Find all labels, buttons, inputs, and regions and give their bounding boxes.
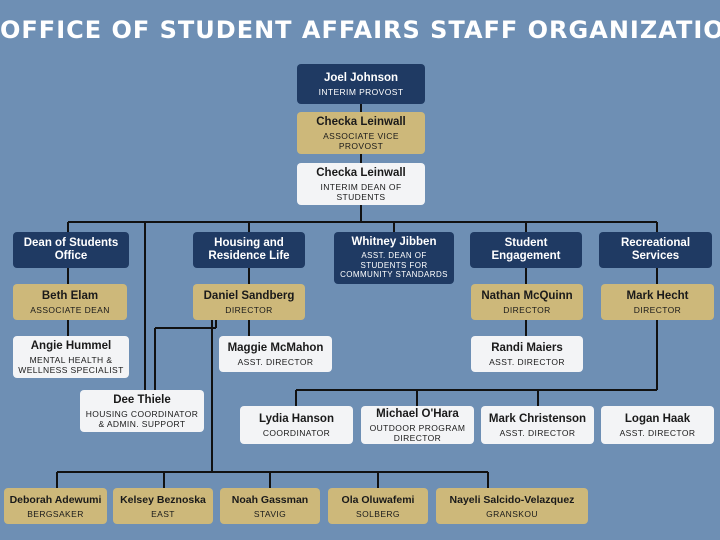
angie-hummel-box: Angie Hummel MENTAL HEALTH & WELLNESS SP… <box>13 336 129 378</box>
hall-director-name: Ola Oluwafemi <box>341 493 415 506</box>
randi-maiers-box: Randi Maiers ASST. DIRECTOR <box>471 336 583 372</box>
beth-elam-name: Beth Elam <box>41 289 99 302</box>
beth-elam-box: Beth Elam ASSOCIATE DEAN <box>13 284 127 320</box>
provost-role: INTERIM PROVOST <box>318 86 404 97</box>
angie-hummel-role: MENTAL HEALTH & WELLNESS SPECIALIST <box>18 354 124 375</box>
maggie-mcmahon-box: Maggie McMahon ASST. DIRECTOR <box>219 336 332 372</box>
maggie-mcmahon-name: Maggie McMahon <box>227 341 324 354</box>
interim-dean-box: Checka Leinwall INTERIM DEAN OF STUDENTS <box>297 163 425 205</box>
provost-name: Joel Johnson <box>323 71 399 84</box>
hall-director-name: Deborah Adewumi <box>9 493 102 506</box>
angie-hummel-name: Angie Hummel <box>30 339 112 352</box>
dee-thiele-box: Dee Thiele HOUSING COORDINATOR & ADMIN. … <box>80 390 204 432</box>
hall-name: STAVIG <box>253 508 287 519</box>
associate-vice-provost-name: Checka Leinwall <box>316 115 406 128</box>
mark-christenson-box: Mark Christenson ASST. DIRECTOR <box>481 406 594 444</box>
nathan-mcquinn-box: Nathan McQuinn DIRECTOR <box>471 284 583 320</box>
logan-haak-name: Logan Haak <box>624 412 691 425</box>
michael-ohara-name: Michael O'Hara <box>376 407 459 420</box>
hall-name: BERGSAKER <box>27 508 84 519</box>
nathan-mcquinn-name: Nathan McQuinn <box>481 289 573 302</box>
randi-maiers-name: Randi Maiers <box>491 341 563 354</box>
lydia-hanson-box: Lydia Hanson COORDINATOR <box>240 406 353 444</box>
hall-director-name: Noah Gassman <box>231 493 309 506</box>
hall-director-solberg-box: Ola Oluwafemi SOLBERG <box>328 488 428 524</box>
associate-vice-provost-box: Checka Leinwall ASSOCIATE VICE PROVOST <box>297 112 425 154</box>
whitney-jibben-role: ASST. DEAN OF STUDENTS FOR COMMUNITY STA… <box>340 251 448 280</box>
hall-director-east-box: Kelsey Beznoska EAST <box>113 488 213 524</box>
michael-ohara-box: Michael O'Hara OUTDOOR PROGRAM DIRECTOR <box>361 406 474 444</box>
dee-thiele-role: HOUSING COORDINATOR & ADMIN. SUPPORT <box>85 408 199 429</box>
housing-residence-life-box: Housing and Residence Life <box>193 232 305 268</box>
lydia-hanson-name: Lydia Hanson <box>259 412 334 425</box>
maggie-mcmahon-role: ASST. DIRECTOR <box>237 356 314 367</box>
mark-christenson-role: ASST. DIRECTOR <box>499 427 576 438</box>
whitney-jibben-name: Whitney Jibben <box>351 236 437 249</box>
mark-hecht-name: Mark Hecht <box>626 289 689 302</box>
hall-director-granskou-box: Nayeli Salcido-Velazquez GRANSKOU <box>436 488 588 524</box>
interim-dean-role: INTERIM DEAN OF STUDENTS <box>320 181 402 202</box>
mark-hecht-box: Mark Hecht DIRECTOR <box>601 284 714 320</box>
housing-residence-life-title: Housing and Residence Life <box>208 237 290 262</box>
student-engagement-title: Student Engagement <box>491 237 561 262</box>
chart-title: OFFICE OF STUDENT AFFAIRS STAFF ORGANIZA… <box>0 16 720 44</box>
recreational-services-box: Recreational Services <box>599 232 712 268</box>
interim-dean-name: Checka Leinwall <box>316 166 406 179</box>
randi-maiers-role: ASST. DIRECTOR <box>489 356 565 367</box>
hall-director-bergsaker-box: Deborah Adewumi BERGSAKER <box>4 488 107 524</box>
hall-name: EAST <box>151 508 175 519</box>
hall-director-name: Nayeli Salcido-Velazquez <box>449 493 575 506</box>
dean-of-students-office-title: Dean of Students Office <box>23 237 119 262</box>
beth-elam-role: ASSOCIATE DEAN <box>30 304 110 315</box>
hall-director-name: Kelsey Beznoska <box>120 493 206 506</box>
dean-of-students-office-box: Dean of Students Office <box>13 232 129 268</box>
logan-haak-role: ASST. DIRECTOR <box>619 427 696 438</box>
mark-christenson-name: Mark Christenson <box>488 412 587 425</box>
mark-hecht-role: DIRECTOR <box>633 304 682 315</box>
hall-director-stavig-box: Noah Gassman STAVIG <box>220 488 320 524</box>
michael-ohara-role: OUTDOOR PROGRAM DIRECTOR <box>369 422 466 443</box>
daniel-sandberg-box: Daniel Sandberg DIRECTOR <box>193 284 305 320</box>
nathan-mcquinn-role: DIRECTOR <box>503 304 551 315</box>
daniel-sandberg-role: DIRECTOR <box>225 304 273 315</box>
hall-name: SOLBERG <box>356 508 400 519</box>
lydia-hanson-role: COORDINATOR <box>262 427 331 438</box>
recreational-services-title: Recreational Services <box>620 237 691 262</box>
whitney-jibben-box: Whitney Jibben ASST. DEAN OF STUDENTS FO… <box>334 232 454 284</box>
daniel-sandberg-name: Daniel Sandberg <box>203 289 295 302</box>
dee-thiele-name: Dee Thiele <box>113 393 171 406</box>
associate-vice-provost-role: ASSOCIATE VICE PROVOST <box>323 130 399 151</box>
student-engagement-box: Student Engagement <box>470 232 582 268</box>
hall-name: GRANSKOU <box>486 508 538 519</box>
logan-haak-box: Logan Haak ASST. DIRECTOR <box>601 406 714 444</box>
provost-box: Joel Johnson INTERIM PROVOST <box>297 64 425 104</box>
